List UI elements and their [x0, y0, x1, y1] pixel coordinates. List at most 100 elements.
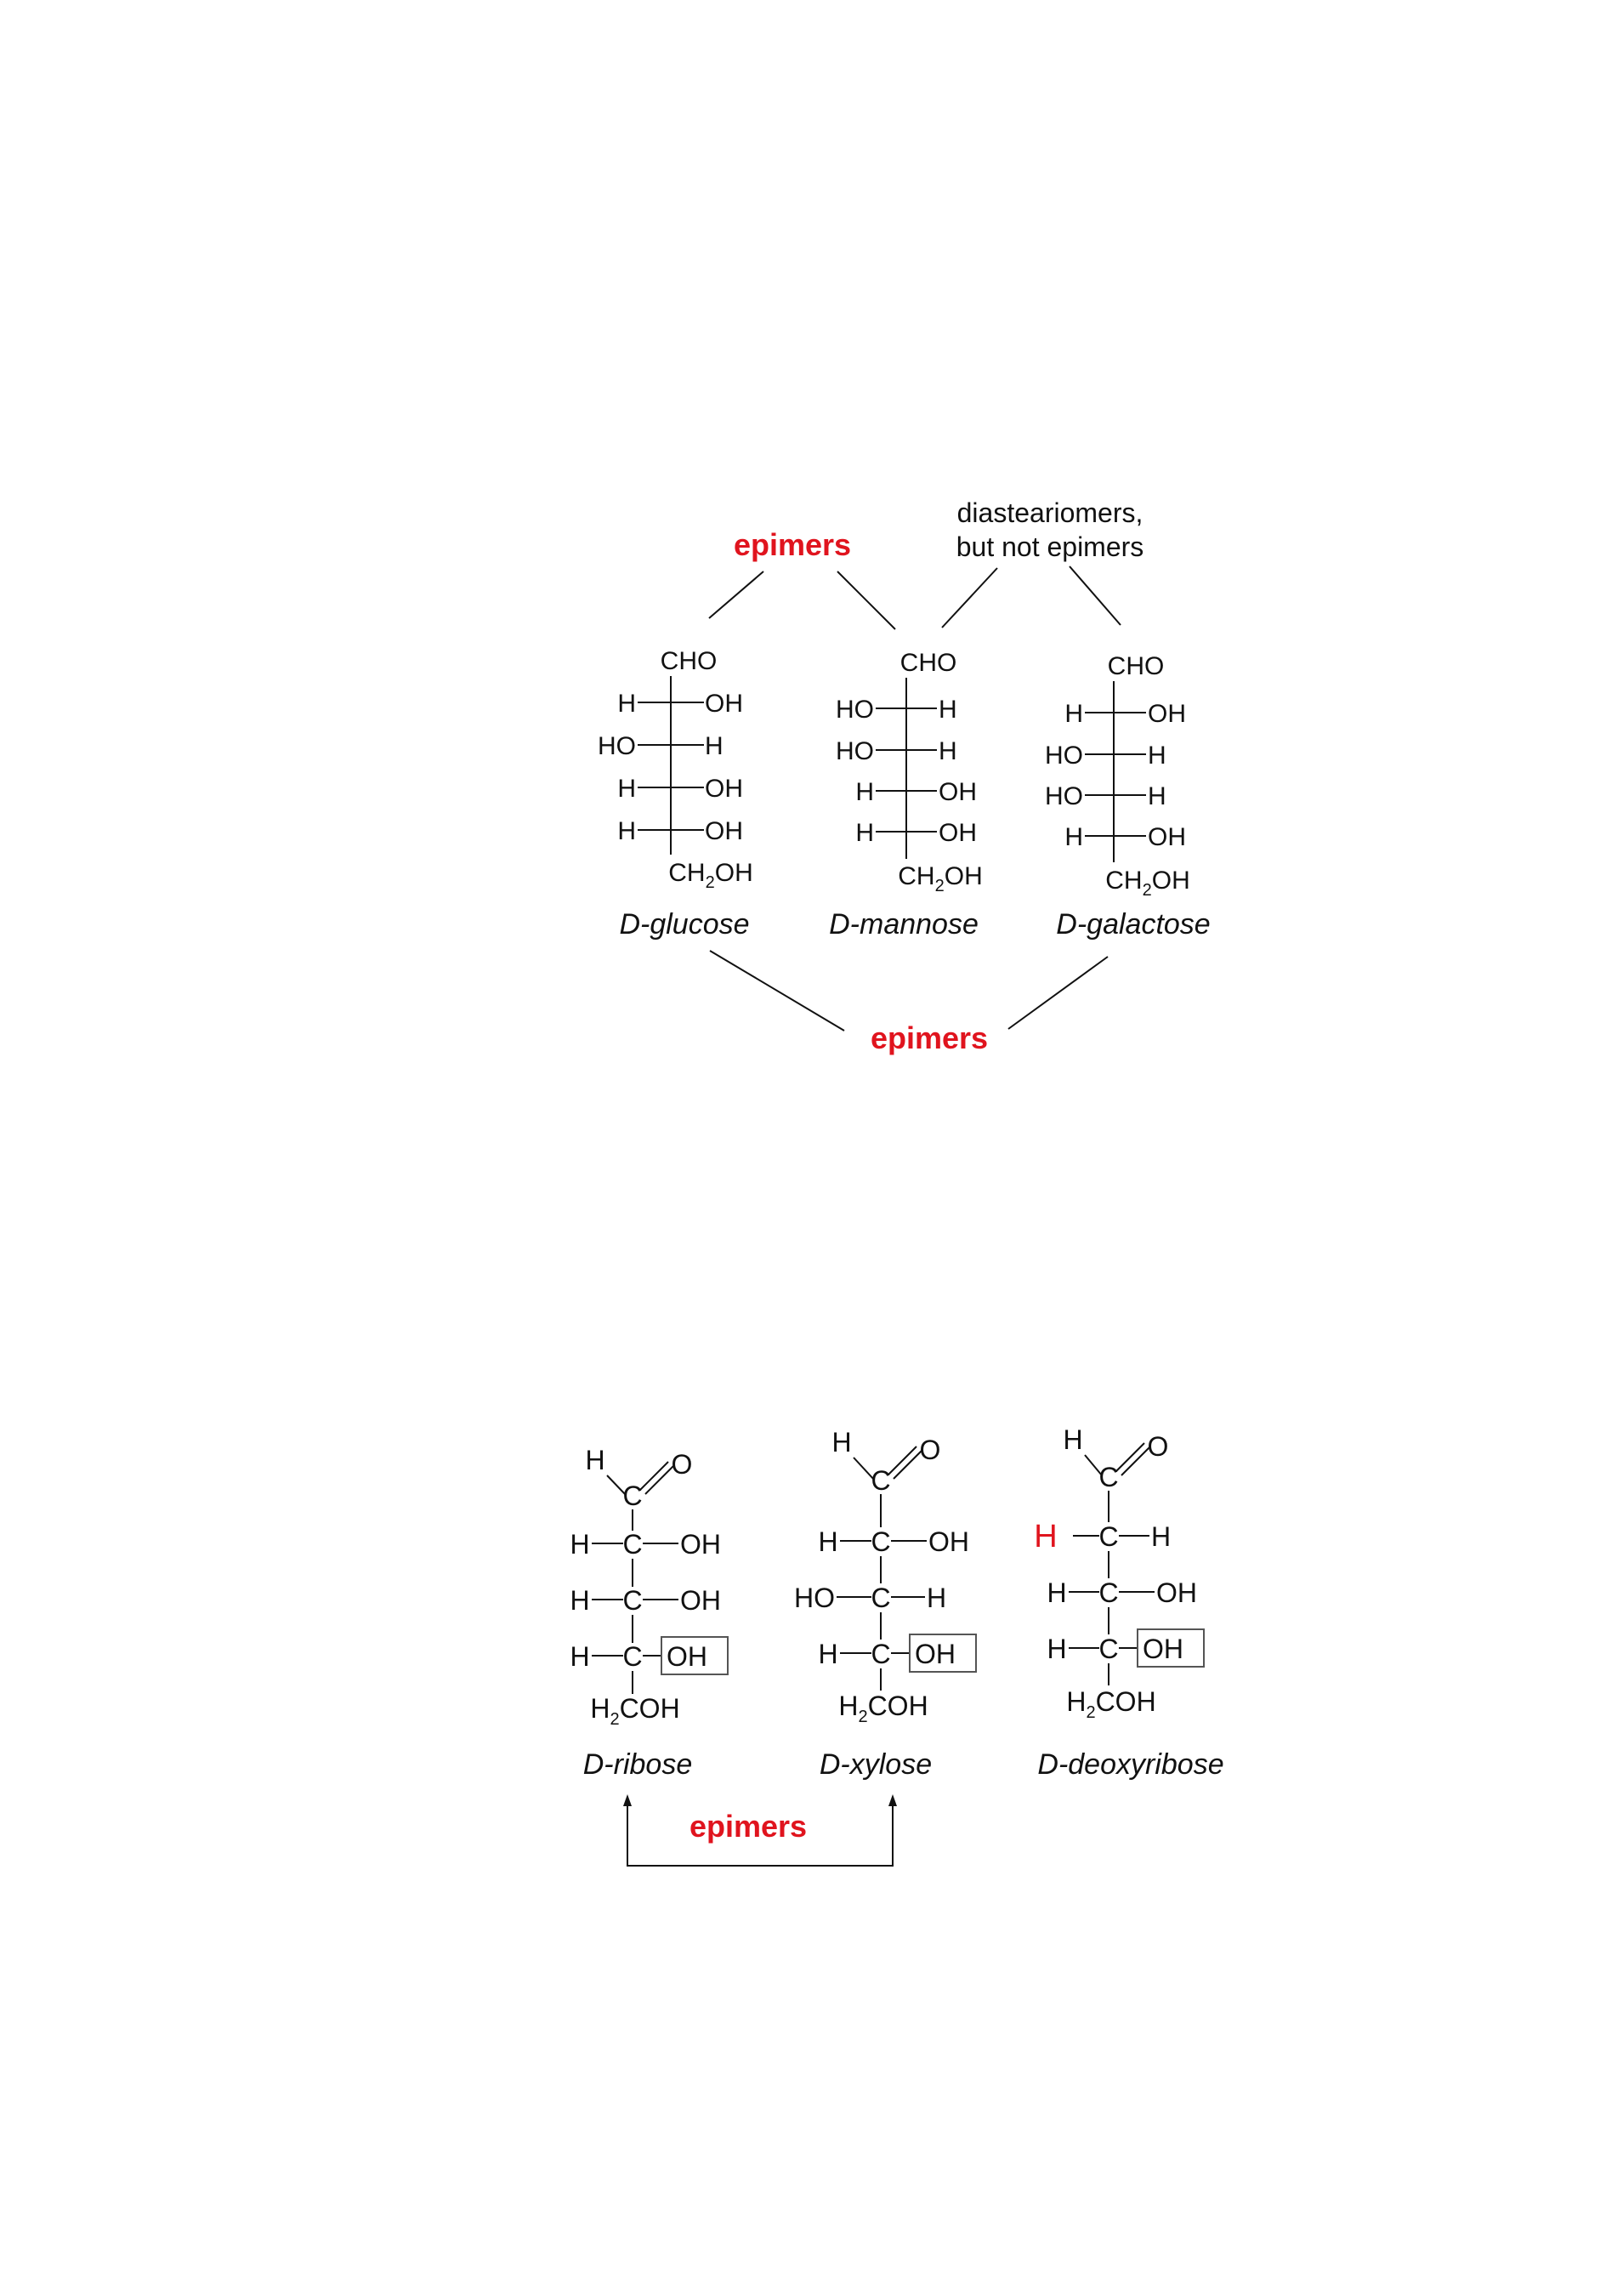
bracket-arrow-right — [888, 1794, 897, 1806]
ribose-row-1-c: C — [622, 1529, 642, 1560]
ribose-double-bond-a — [639, 1461, 669, 1491]
fischer-d-glucose: CHO H OH HO H H OH H OH CH2OH D-glucose — [598, 647, 753, 941]
fischer-d-galactose: CHO H OH HO H HO H H OH CH2OH D-galactos… — [1045, 652, 1211, 941]
galactose-row-2: HO H — [1045, 742, 1166, 770]
glucose-bottom-group: CH2OH — [668, 859, 752, 892]
xylose-row-3-left: H — [818, 1639, 837, 1669]
deoxyribose-row-1: H C H — [1034, 1519, 1171, 1554]
mannose-row-4: H OH — [855, 819, 977, 847]
deoxyribose-name: D-deoxyribose — [1037, 1748, 1223, 1781]
deoxyribose-row-2-c: C — [1098, 1577, 1118, 1608]
mannose-bottom-group: CH2OH — [898, 862, 982, 895]
deoxyribose-row-2: H C OH — [1047, 1577, 1197, 1608]
connector-diastereomers-to-mannose — [941, 567, 998, 628]
galactose-row-1-left: H — [1064, 700, 1083, 728]
connector-epimers-to-glucose — [708, 571, 764, 619]
ribose-row-2-c: C — [622, 1585, 642, 1616]
connector-epimers-to-mannose — [837, 571, 896, 630]
deoxyribose-double-bond-a — [1115, 1442, 1145, 1472]
ribose-h-bond — [606, 1475, 627, 1496]
xylose-bottom-group: H2COH — [838, 1691, 928, 1726]
glucose-row-3: H OH — [617, 775, 743, 803]
connector-lines-middle — [709, 950, 1109, 1031]
mannose-row-2-left: HO — [836, 737, 874, 765]
xylose-row-3: H C OH — [818, 1634, 977, 1673]
ribose-row-2-left: H — [570, 1585, 589, 1616]
ribose-row-3-c: C — [622, 1641, 642, 1672]
glucose-row-2-right: H — [705, 732, 724, 760]
deoxyribose-row-2-right: OH — [1156, 1577, 1197, 1608]
bracket-line — [627, 1801, 894, 1867]
ribose-row-1-right: OH — [680, 1529, 721, 1560]
galactose-row-3-right: H — [1148, 782, 1166, 810]
deoxyribose-double-bond-b — [1121, 1446, 1150, 1476]
xylose-oh-highlight-box — [909, 1634, 977, 1673]
mannose-row-3-left: H — [855, 778, 874, 806]
epimers-label-top: epimers — [734, 527, 851, 562]
pentose-d-ribose: H C O H C OH H C OH H C OH — [570, 1445, 729, 1781]
ribose-row-3-right: OH — [667, 1641, 707, 1672]
glucose-row-1: H OH — [617, 690, 743, 718]
ribose-double-bond-b — [644, 1465, 674, 1495]
connector-galactose-to-epimers — [1007, 956, 1109, 1030]
diastereomers-label-line1: diasteariomers, — [957, 497, 1143, 528]
galactose-row-4-left: H — [1064, 823, 1083, 851]
deoxyribose-row-3-left: H — [1047, 1634, 1066, 1664]
ribose-row-1-left: H — [570, 1529, 589, 1560]
deoxyribose-carbonyl-c: C — [1098, 1462, 1118, 1492]
ribose-row-3-left: H — [570, 1641, 589, 1672]
galactose-row-3: HO H — [1045, 782, 1166, 810]
mannose-top-group: CHO — [900, 649, 957, 677]
glucose-top-group: CHO — [661, 647, 718, 675]
deoxyribose-row-3-c: C — [1098, 1634, 1118, 1664]
mannose-row-1-left: HO — [836, 696, 874, 724]
ribose-row-1: H C OH — [570, 1529, 721, 1560]
ribose-aldehyde-h: H — [585, 1445, 604, 1475]
ribose-row-2: H C OH — [570, 1585, 721, 1616]
xylose-row-3-c: C — [871, 1639, 890, 1669]
epimers-label-middle: epimers — [871, 1020, 988, 1055]
ribose-carbonyl-c: C — [622, 1480, 642, 1511]
epimers-label-bottom: epimers — [689, 1809, 807, 1844]
mannose-name: D-mannose — [829, 908, 979, 941]
deoxyribose-aldehyde-h: H — [1063, 1424, 1082, 1455]
galactose-top-group: CHO — [1108, 652, 1165, 680]
glucose-row-4: H OH — [617, 817, 743, 845]
xylose-row-1: H C OH — [818, 1526, 969, 1557]
xylose-row-1-c: C — [871, 1526, 890, 1557]
galactose-row-1-right: OH — [1148, 700, 1186, 728]
galactose-row-4-right: OH — [1148, 823, 1186, 851]
xylose-row-3-right: OH — [915, 1639, 956, 1669]
xylose-double-bond-b — [893, 1450, 922, 1480]
galactose-row-2-left: HO — [1045, 742, 1083, 770]
ribose-name: D-ribose — [583, 1748, 692, 1781]
xylose-carbonyl-c: C — [871, 1465, 890, 1496]
xylose-row-1-right: OH — [928, 1526, 969, 1557]
fischer-d-mannose: CHO HO H HO H H OH H OH CH2OH D-mannose — [829, 649, 983, 941]
glucose-row-2: HO H — [598, 732, 724, 760]
deoxyribose-row-1-right: H — [1151, 1521, 1171, 1552]
deoxyribose-bottom-group: H2COH — [1066, 1686, 1155, 1722]
ribose-bottom-group: H2COH — [590, 1693, 679, 1729]
xylose-row-2: HO C H — [794, 1583, 946, 1613]
deoxyribose-h-bond — [1084, 1454, 1103, 1476]
deoxyribose-row-3: H C OH — [1047, 1628, 1205, 1668]
connector-diastereomers-to-galactose — [1069, 565, 1121, 626]
connector-lines-top — [708, 565, 1121, 630]
glucose-row-1-left: H — [617, 690, 636, 718]
deoxyribose-row-1-left-highlight: H — [1034, 1519, 1057, 1554]
glucose-row-3-right: OH — [705, 775, 743, 803]
mannose-row-2-right: H — [939, 737, 957, 765]
xylose-aldehyde-h: H — [831, 1427, 851, 1458]
galactose-row-1: H OH — [1064, 700, 1186, 728]
glucose-row-2-left: HO — [598, 732, 636, 760]
xylose-double-bond-a — [888, 1446, 917, 1475]
xylose-h-bond — [853, 1457, 875, 1480]
mannose-row-3: H OH — [855, 778, 977, 806]
xylose-carbonyl-o: O — [920, 1435, 941, 1465]
xylose-row-2-c: C — [871, 1583, 890, 1613]
xylose-name: D-xylose — [820, 1748, 932, 1781]
galactose-name: D-galactose — [1056, 908, 1210, 941]
galactose-row-3-left: HO — [1045, 782, 1083, 810]
pentose-d-deoxyribose: H C O H C H H C OH H C OH — [1034, 1424, 1223, 1781]
